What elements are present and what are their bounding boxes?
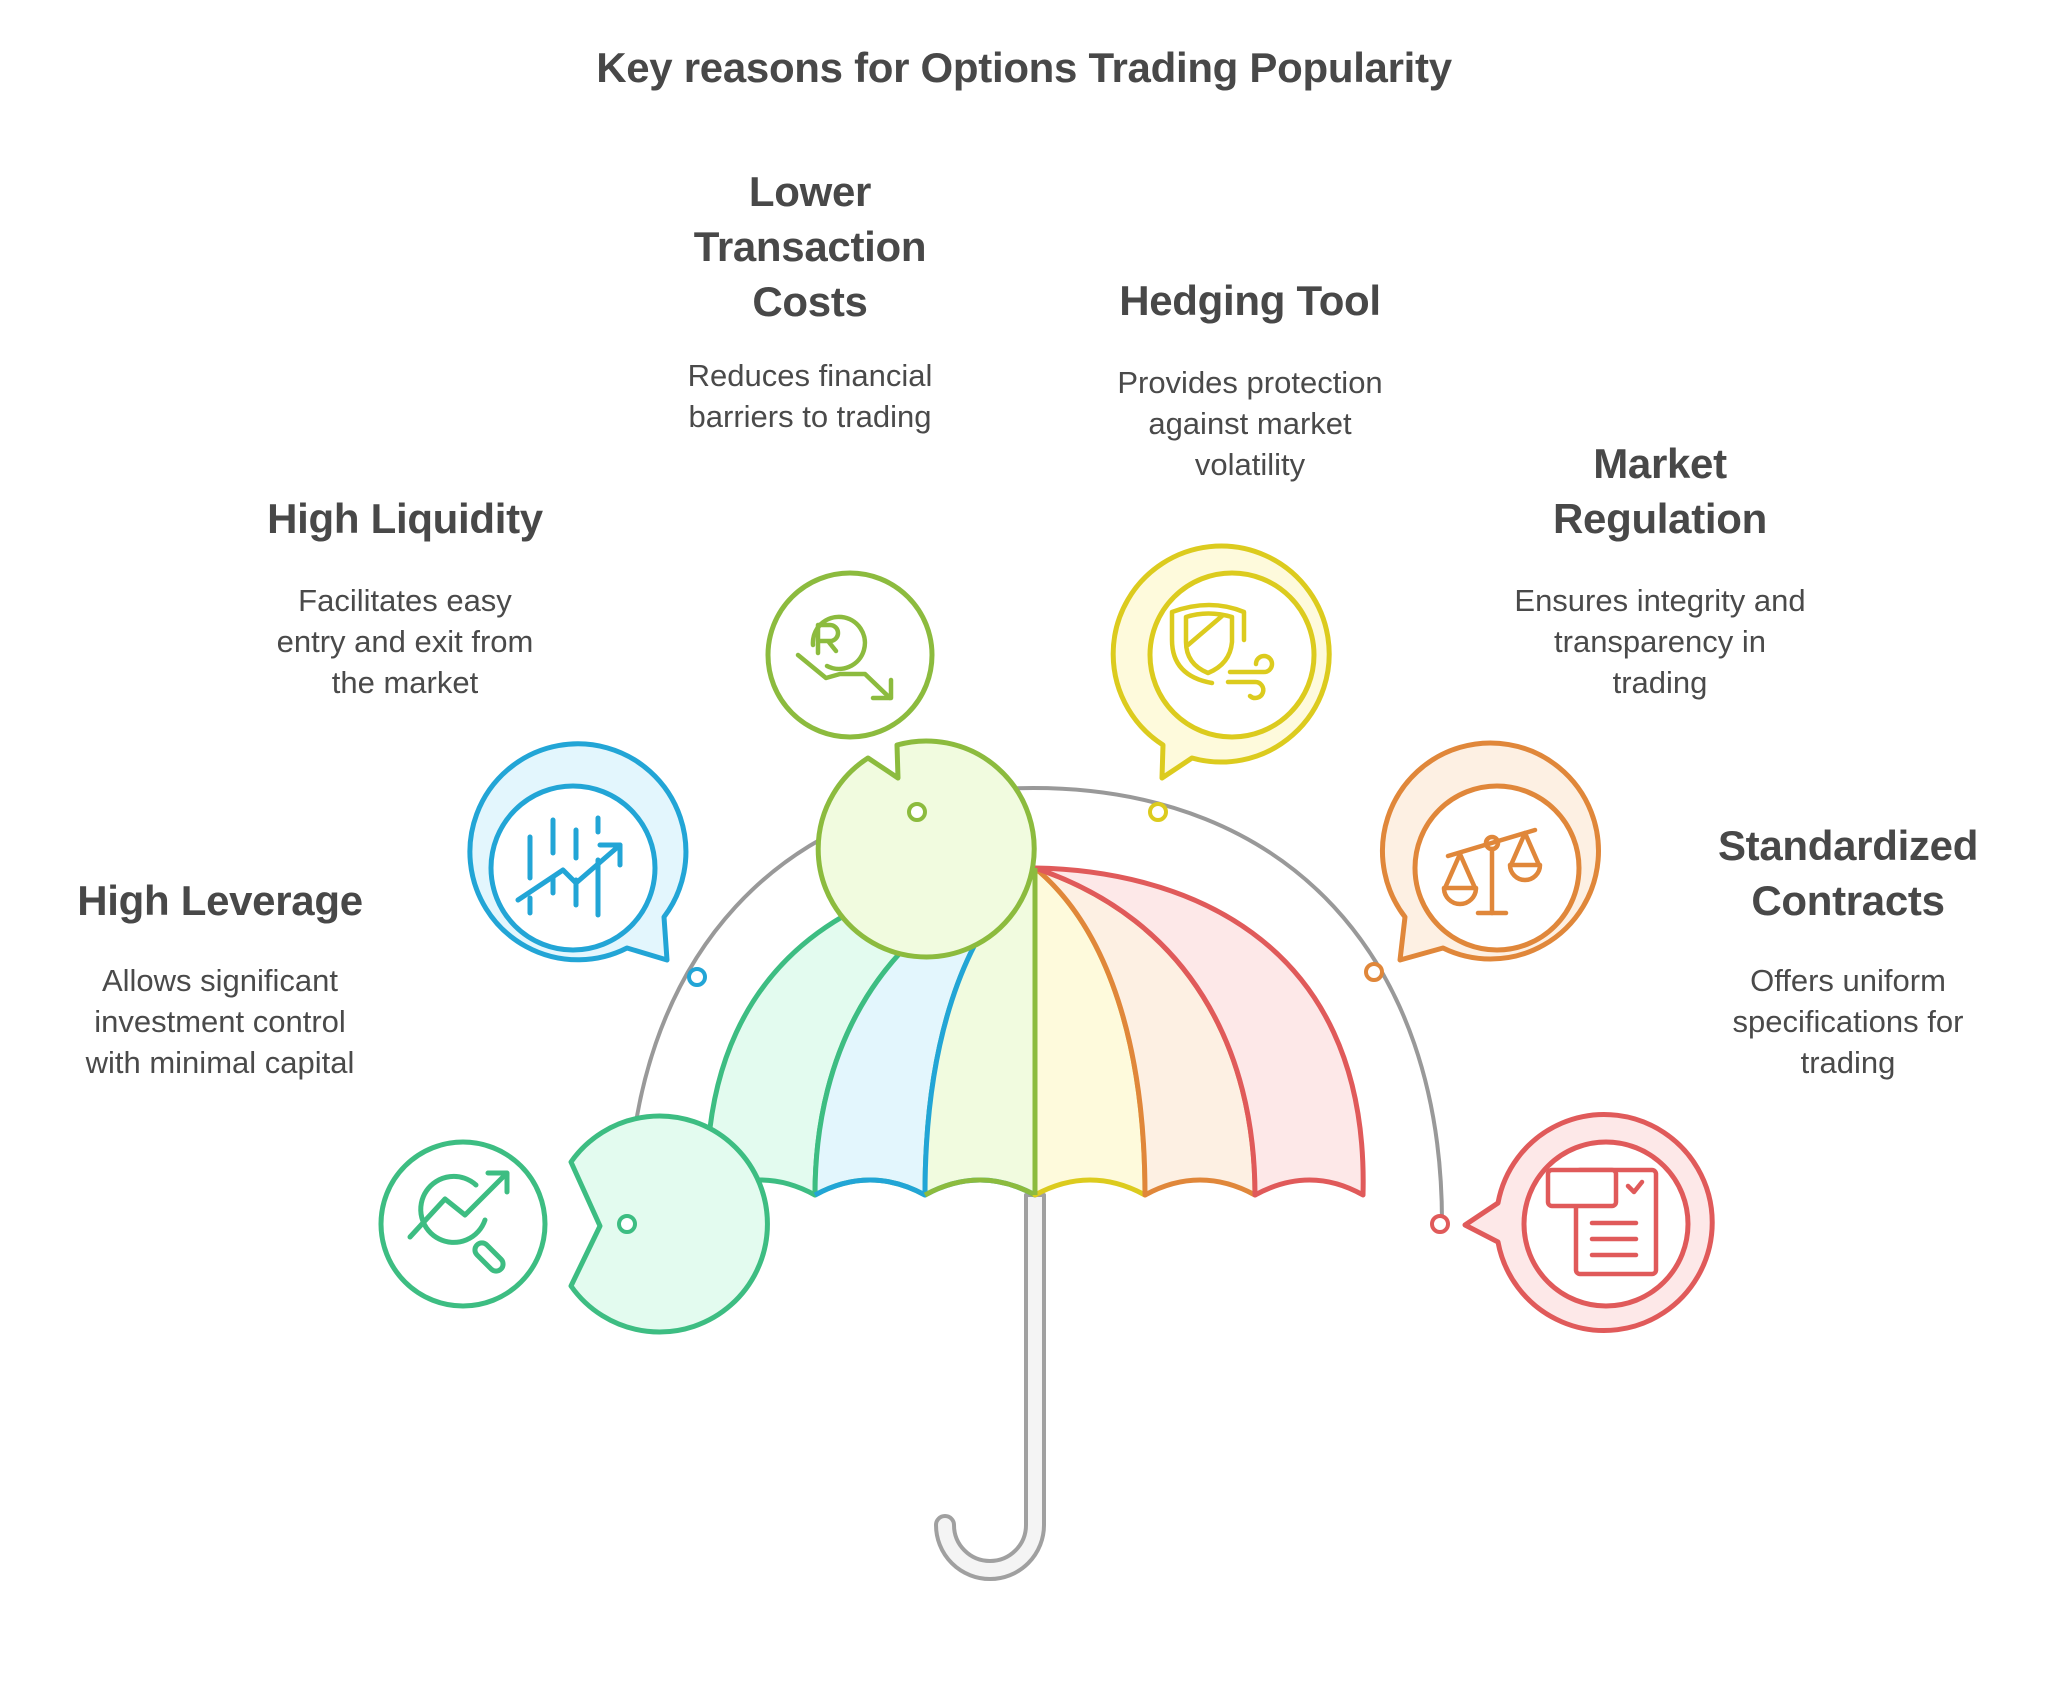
document-check-icon xyxy=(1545,1167,1659,1277)
connector-dot-lower-transaction-costs xyxy=(907,802,927,822)
umbrella-canopy xyxy=(704,865,1366,1198)
connector-dot-high-leverage xyxy=(617,1214,637,1234)
bubble-high-leverage xyxy=(378,1113,770,1335)
item-desc-market-regulation: Ensures integrity and transparency in tr… xyxy=(1514,583,1806,700)
diagram-title: Key reasons for Options Trading Populari… xyxy=(596,44,1452,91)
connector-dot-market-regulation xyxy=(1364,962,1384,982)
item-title-standardized-contracts: Standardized Contracts xyxy=(1717,822,1979,924)
shield-wind-icon xyxy=(1169,602,1275,701)
bubble-high-liquidity xyxy=(467,741,707,987)
item-desc-hedging-tool: Provides protection against market volat… xyxy=(1117,365,1383,482)
bubble-hedging-tool xyxy=(1110,543,1332,822)
item-desc-high-liquidity: Facilitates easy entry and exit from the… xyxy=(276,583,534,700)
bubble-lower-transaction-costs xyxy=(765,570,1037,960)
bubble-market-regulation xyxy=(1364,740,1601,982)
scales-icon xyxy=(1441,827,1543,916)
item-desc-standardized-contracts: Offers uniform specifications for tradin… xyxy=(1732,963,1964,1080)
connector-dot-standardized-contracts xyxy=(1430,1214,1450,1234)
bubble-standardized-contracts xyxy=(1430,1112,1715,1333)
canopy-panel-6 xyxy=(1032,865,1366,1198)
umbrella-handle xyxy=(934,1193,1046,1581)
item-title-high-liquidity: High Liquidity xyxy=(267,495,543,542)
connector-dot-high-liquidity xyxy=(687,967,707,987)
item-title-lower-transaction-costs: Lower Transaction Costs xyxy=(693,168,927,325)
item-desc-lower-transaction-costs: Reduces financial barriers to trading xyxy=(687,358,933,434)
item-title-market-regulation: Market Regulation xyxy=(1553,440,1767,542)
currency-down-icon xyxy=(795,614,894,701)
chart-magnifier-icon xyxy=(407,1170,510,1274)
canopy-panel-3-edge xyxy=(923,1177,1037,1198)
item-desc-high-leverage: Allows significant investment control wi… xyxy=(85,963,355,1080)
canopy-panel-2-edge xyxy=(813,1177,927,1198)
item-title-high-leverage: High Leverage xyxy=(77,877,363,924)
item-title-hedging-tool: Hedging Tool xyxy=(1119,277,1381,324)
candlestick-trend-icon xyxy=(515,815,623,918)
connector-dot-hedging-tool xyxy=(1148,802,1168,822)
connector-arc xyxy=(626,785,1444,1223)
